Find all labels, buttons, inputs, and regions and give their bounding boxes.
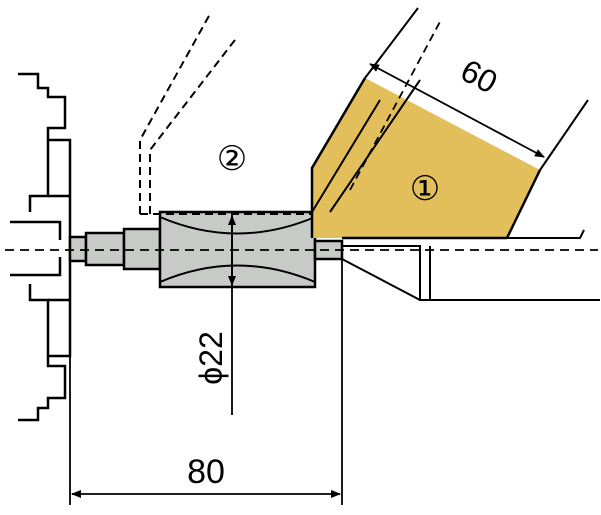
shaft-left — [84, 231, 126, 267]
dimension-phi22-label: ϕ22 — [193, 331, 229, 385]
tool-1: ① — [310, 7, 589, 240]
dimension-80-label: 80 — [187, 453, 225, 491]
tool-2 — [139, 13, 312, 215]
tool-1-label: ① — [410, 170, 440, 208]
chuck — [10, 72, 72, 422]
dimension-80 — [69, 259, 343, 505]
tool-2-label: ② — [217, 140, 247, 178]
machine-bed — [341, 229, 600, 301]
groove-top — [159, 216, 316, 235]
dimension-60 — [369, 63, 545, 158]
dimension-60-label: 60 — [455, 52, 503, 100]
shaft-step — [122, 227, 162, 271]
tool-1-body — [312, 78, 540, 238]
groove-bottom — [159, 264, 316, 283]
chuck-stub — [68, 235, 88, 263]
